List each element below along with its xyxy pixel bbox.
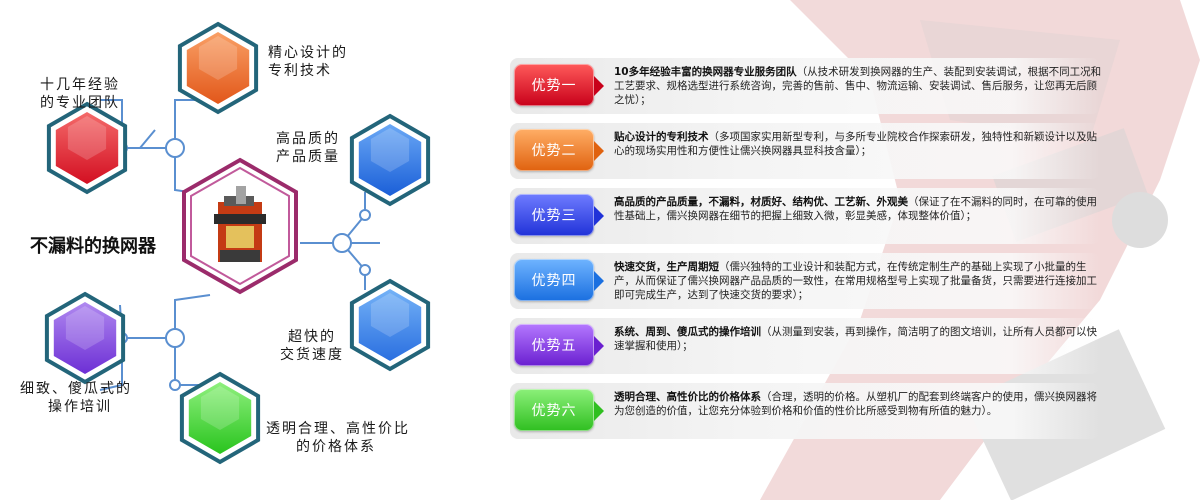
center-hexagon xyxy=(182,157,298,295)
badge-pointer xyxy=(594,76,604,96)
advantage-title: 透明合理、高性价比的价格体系 xyxy=(614,391,761,403)
feature-label-line: 透明合理、高性价比 xyxy=(266,421,410,437)
advantage-text-2: 贴心设计的专利技术（多项国家实用新型专利，与多所专业院校合作探索研发，独特性和新… xyxy=(614,130,1104,158)
hexagon-fill xyxy=(358,124,422,196)
hexagon-quality xyxy=(349,113,431,207)
advantage-body: （从技术研发到换网器的生产、装配到安装调试，根据不同工况和工艺要求、规格选型进行… xyxy=(614,66,1102,106)
screen-changer-product-image xyxy=(214,186,266,262)
feature-label-patent: 精心设计的 专利技术 xyxy=(268,44,348,80)
feature-label-line: 细致、傻瓜式的 xyxy=(20,381,132,397)
hexagon-fill xyxy=(358,289,422,361)
advantage-text-5: 系统、周到、傻瓜式的操作培训（从测量到安装，再到操作，简洁明了的图文培训，让所有… xyxy=(614,325,1104,353)
feature-label-delivery: 超快的 交货速度 xyxy=(280,328,344,364)
row-background xyxy=(510,123,1100,179)
feature-label-training: 细致、傻瓜式的 操作培训 xyxy=(20,380,132,416)
feature-label-line: 超快的 xyxy=(288,329,336,345)
center-title: 不漏料的换网器 xyxy=(30,236,156,256)
advantage-badge-4: 优势四 xyxy=(514,259,594,301)
advantage-body: （多项国家实用新型专利，与多所专业院校合作探索研发，独特性和新颖设计以及贴心的现… xyxy=(614,131,1097,157)
advantage-badge-3: 优势三 xyxy=(514,194,594,236)
badge-pointer xyxy=(594,206,604,226)
hexagon-price xyxy=(179,371,261,465)
row-background xyxy=(510,253,1100,309)
advantage-text-6: 透明合理、高性价比的价格体系（合理，透明的价格。从塑机厂的配套到终端客户的使用，… xyxy=(614,390,1104,418)
hexagon-delivery xyxy=(349,278,431,372)
hexagon-team xyxy=(46,101,128,195)
advantage-row-2: 优势二 贴心设计的专利技术（多项国家实用新型专利，与多所专业院校合作探索研发，独… xyxy=(510,123,1110,179)
hexagon-highlight xyxy=(67,116,107,160)
hexagon-fill xyxy=(55,112,119,184)
advantage-body: （保证了在不漏料的同时，在可靠的使用性基础上，儒兴换网器在细节的把握上细致入微，… xyxy=(614,196,1097,222)
hexagon-fill xyxy=(188,382,252,454)
hexagon-highlight xyxy=(370,128,410,172)
hexagon-fill xyxy=(53,302,117,374)
row-background xyxy=(510,383,1100,439)
advantage-title: 10多年经验丰富的换网器专业服务团队 xyxy=(614,66,797,78)
hexagon-highlight xyxy=(200,386,240,430)
row-background xyxy=(510,188,1100,244)
feature-label-line: 的专业团队 xyxy=(40,95,120,111)
feature-hexagons xyxy=(44,21,431,465)
hexagon-fill xyxy=(186,32,250,104)
badge-pointer xyxy=(594,271,604,291)
advantage-row-4: 优势四 快速交货，生产周期短（儒兴独特的工业设计和装配方式，在传统定制生产的基础… xyxy=(510,253,1110,309)
feature-diagram: 不漏料的换网器 十几年经验 的专业团队 精心设计的 专利技术 高品质的 产品质量… xyxy=(0,0,480,500)
hexagon-patent xyxy=(177,21,259,115)
feature-label-team: 十几年经验 的专业团队 xyxy=(40,76,120,112)
feature-label-line: 高品质的 xyxy=(276,131,340,147)
advantage-body: （从测量到安装，再到操作，简洁明了的图文培训，让所有人员都可以快速掌握和使用）； xyxy=(614,326,1097,352)
feature-label-quality: 高品质的 产品质量 xyxy=(276,130,340,166)
advantage-badge-1: 优势一 xyxy=(514,64,594,106)
feature-label-line: 操作培训 xyxy=(48,399,112,415)
badge-pointer xyxy=(594,141,604,161)
advantage-body: （儒兴独特的工业设计和装配方式，在传统定制生产的基础上实现了小批量的生产，从而保… xyxy=(614,261,1097,301)
advantage-row-6: 优势六 透明合理、高性价比的价格体系（合理，透明的价格。从塑机厂的配套到终端客户… xyxy=(510,383,1110,439)
hexagon-highlight xyxy=(198,36,238,80)
advantage-badge-6: 优势六 xyxy=(514,389,594,431)
feature-label-line: 的价格体系 xyxy=(296,439,376,455)
advantage-text-1: 10多年经验丰富的换网器专业服务团队（从技术研发到换网器的生产、装配到安装调试，… xyxy=(614,65,1104,107)
advantage-row-5: 优势五 系统、周到、傻瓜式的操作培训（从测量到安装，再到操作，简洁明了的图文培训… xyxy=(510,318,1110,374)
hexagon-training xyxy=(44,291,126,385)
advantage-row-3: 优势三 高品质的产品质量，不漏料，材质好、结构优、工艺新、外观美（保证了在不漏料… xyxy=(510,188,1110,244)
feature-diagram-svg xyxy=(44,21,431,465)
feature-label-line: 专利技术 xyxy=(268,63,332,79)
advantage-title: 高品质的产品质量，不漏料，材质好、结构优、工艺新、外观美 xyxy=(614,196,908,208)
row-background xyxy=(510,58,1100,114)
advantage-title: 快速交货，生产周期短 xyxy=(614,261,719,273)
advantage-text-4: 快速交货，生产周期短（儒兴独特的工业设计和装配方式，在传统定制生产的基础上实现了… xyxy=(614,260,1104,302)
advantage-badge-2: 优势二 xyxy=(514,129,594,171)
advantage-title: 贴心设计的专利技术 xyxy=(614,131,709,143)
advantage-text-3: 高品质的产品质量，不漏料，材质好、结构优、工艺新、外观美（保证了在不漏料的同时，… xyxy=(614,195,1104,223)
row-background xyxy=(510,318,1100,374)
feature-label-line: 十几年经验 xyxy=(40,77,120,93)
feature-label-line: 交货速度 xyxy=(280,347,344,363)
advantage-title: 系统、周到、傻瓜式的操作培训 xyxy=(614,326,761,338)
feature-label-line: 产品质量 xyxy=(276,149,340,165)
advantage-body: （合理，透明的价格。从塑机厂的配套到终端客户的使用，儒兴换网器将为您创造的价值，… xyxy=(614,391,1097,417)
advantage-row-1: 优势一 10多年经验丰富的换网器专业服务团队（从技术研发到换网器的生产、装配到安… xyxy=(510,58,1110,114)
badge-pointer xyxy=(594,336,604,356)
hexagon-highlight xyxy=(65,306,105,350)
feature-label-line: 精心设计的 xyxy=(268,45,348,61)
badge-pointer xyxy=(594,401,604,421)
feature-label-price: 透明合理、高性价比 的价格体系 xyxy=(266,420,410,456)
advantage-badge-5: 优势五 xyxy=(514,324,594,366)
hexagon-highlight xyxy=(370,293,410,337)
